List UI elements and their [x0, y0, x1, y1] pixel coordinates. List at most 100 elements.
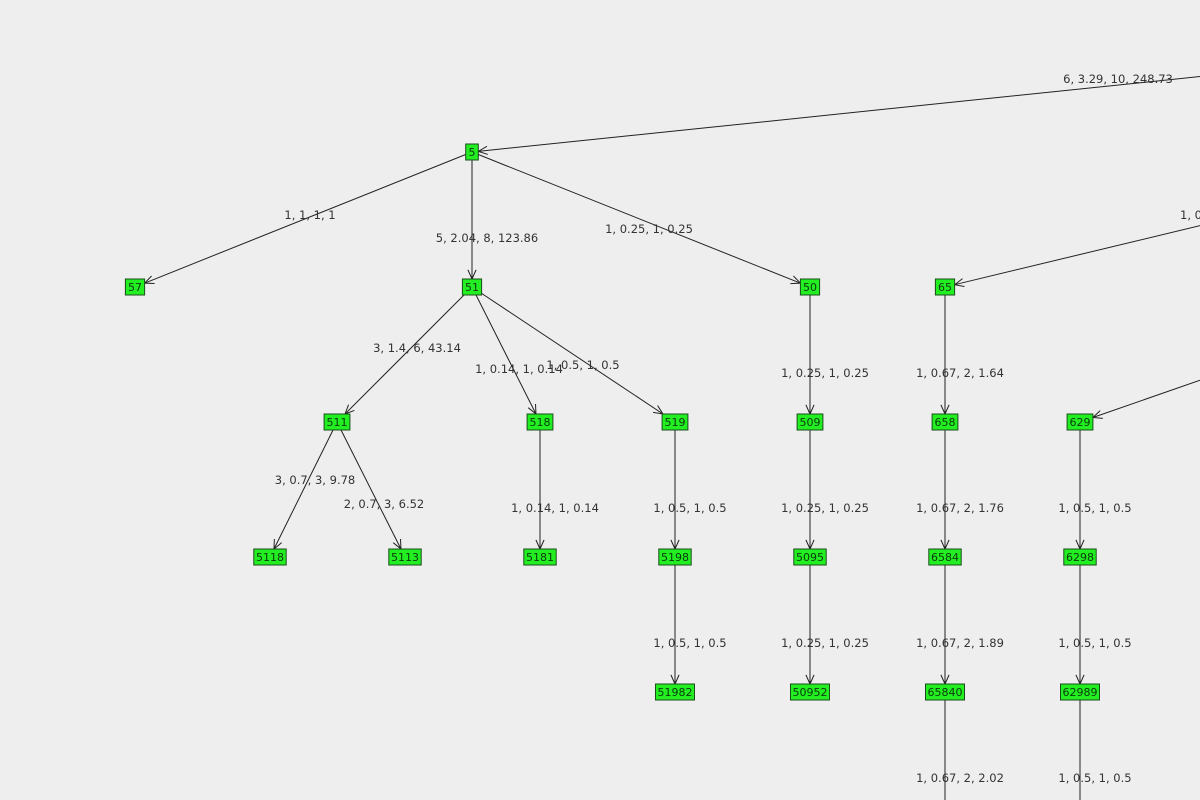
node-label: 51 — [465, 281, 479, 294]
node-box[interactable] — [799, 278, 821, 296]
edge-50-to-509 — [805, 295, 815, 416]
node-label: 518 — [530, 416, 551, 429]
edge-label: 1, 0.5, 1, 0.5 — [653, 636, 726, 650]
node-box[interactable] — [388, 548, 422, 566]
node-51[interactable]: 51 — [461, 278, 483, 296]
node-518[interactable]: 518 — [526, 413, 554, 431]
node-label: 5181 — [526, 551, 554, 564]
edge-label: 1, 0.25, 1, 0.25 — [605, 222, 693, 236]
node-box[interactable] — [796, 413, 824, 431]
node-box[interactable] — [253, 548, 287, 566]
node-label: 658 — [935, 416, 956, 429]
edge-5198-to-51982 — [670, 565, 680, 686]
node-label: 509 — [800, 416, 821, 429]
node-57[interactable]: 57 — [124, 278, 146, 296]
edge-6584-to-65840 — [940, 565, 950, 686]
edge-label: 3, 1.4, 6, 43.14 — [373, 341, 461, 355]
node-65840[interactable]: 65840 — [925, 683, 965, 701]
node-box[interactable] — [790, 683, 830, 701]
node-5181[interactable]: 5181 — [523, 548, 557, 566]
node-box[interactable] — [1063, 548, 1097, 566]
node-label: 57 — [128, 281, 142, 294]
edge-label: 1, 0.14, 1, 0.14 — [475, 362, 563, 376]
edge-511-to-5113 — [340, 429, 402, 551]
node-box[interactable] — [1060, 683, 1100, 701]
edge-label: 1, 0.5, 1, 0.5 — [1058, 501, 1131, 515]
edge-label: 1, 0.5, 1, 0.5 — [1058, 636, 1131, 650]
edge-line — [478, 76, 1200, 152]
edge-line — [340, 429, 402, 550]
edge-line — [475, 294, 537, 415]
edge-line — [344, 294, 465, 415]
node-box[interactable] — [655, 683, 695, 701]
node-629[interactable]: 629 — [1066, 413, 1094, 431]
edge-label: 1, 0.25, 1, 0.25 — [781, 636, 869, 650]
edge-line — [954, 225, 1200, 286]
node-box[interactable] — [931, 413, 959, 431]
node-label: 5198 — [661, 551, 689, 564]
edge-629-to-6298 — [1075, 430, 1085, 551]
edge-509-to-5095 — [805, 430, 815, 551]
node-5095[interactable]: 5095 — [793, 548, 827, 566]
node-box[interactable] — [526, 413, 554, 431]
node-51982[interactable]: 51982 — [655, 683, 695, 701]
node-label: 5113 — [391, 551, 419, 564]
node-62989[interactable]: 62989 — [1060, 683, 1100, 701]
edge-offscreen-right-b-to-629 — [1091, 379, 1200, 419]
node-label: 65 — [938, 281, 952, 294]
node-50952[interactable]: 50952 — [790, 683, 830, 701]
node-box[interactable] — [465, 143, 479, 161]
node-box[interactable] — [323, 413, 351, 431]
edge-line — [478, 154, 801, 284]
edge-5-to-50 — [478, 154, 802, 285]
node-box[interactable] — [661, 413, 689, 431]
edge-label: 1, 0.25, 1, 0.25 — [781, 501, 869, 515]
edge-label: 5, 2.04, 8, 123.86 — [436, 231, 538, 245]
edge-65-to-658 — [940, 295, 950, 416]
node-label: 50952 — [793, 686, 828, 699]
edge-line — [1092, 379, 1200, 418]
node-6298[interactable]: 6298 — [1063, 548, 1097, 566]
edge-label: 1, 0.67, 2, 1.64 — [916, 366, 1004, 380]
edge-51-to-519 — [481, 292, 664, 415]
node-label: 62989 — [1063, 686, 1098, 699]
node-511[interactable]: 511 — [323, 413, 351, 431]
node-5198[interactable]: 5198 — [658, 548, 692, 566]
node-509[interactable]: 509 — [796, 413, 824, 431]
edge-label-layer: 6, 3.29, 10, 248.731, 1, 1, 15, 2.04, 8,… — [275, 72, 1200, 785]
node-box[interactable] — [523, 548, 557, 566]
edge-label: 2, 0.7, 3, 6.52 — [344, 497, 424, 511]
edge-label: 1, 0 — [1180, 208, 1200, 222]
edge-label: 1, 0.5, 1, 0.5 — [653, 501, 726, 515]
node-label: 65840 — [928, 686, 963, 699]
node-label: 6298 — [1066, 551, 1094, 564]
node-6584[interactable]: 6584 — [928, 548, 962, 566]
node-519[interactable]: 519 — [661, 413, 689, 431]
node-label: 511 — [327, 416, 348, 429]
node-label: 629 — [1070, 416, 1091, 429]
edge-511-to-5118 — [273, 429, 334, 551]
edge-6298-to-62989 — [1075, 565, 1085, 686]
node-box[interactable] — [928, 548, 962, 566]
node-box[interactable] — [1066, 413, 1094, 431]
edge-offscreen-top-to-5 — [477, 76, 1200, 155]
node-label: 519 — [665, 416, 686, 429]
node-label: 51982 — [658, 686, 693, 699]
edge-label: 1, 0.67, 2, 2.02 — [916, 771, 1004, 785]
node-box[interactable] — [793, 548, 827, 566]
node-box[interactable] — [658, 548, 692, 566]
node-50[interactable]: 50 — [799, 278, 821, 296]
node-box[interactable] — [461, 278, 483, 296]
node-5113[interactable]: 5113 — [388, 548, 422, 566]
node-box[interactable] — [934, 278, 956, 296]
node-5[interactable]: 5 — [465, 143, 479, 161]
node-65[interactable]: 65 — [934, 278, 956, 296]
node-label: 6584 — [931, 551, 959, 564]
node-5118[interactable]: 5118 — [253, 548, 287, 566]
node-box[interactable] — [925, 683, 965, 701]
node-box[interactable] — [124, 278, 146, 296]
edge-line — [144, 154, 466, 284]
node-658[interactable]: 658 — [931, 413, 959, 431]
